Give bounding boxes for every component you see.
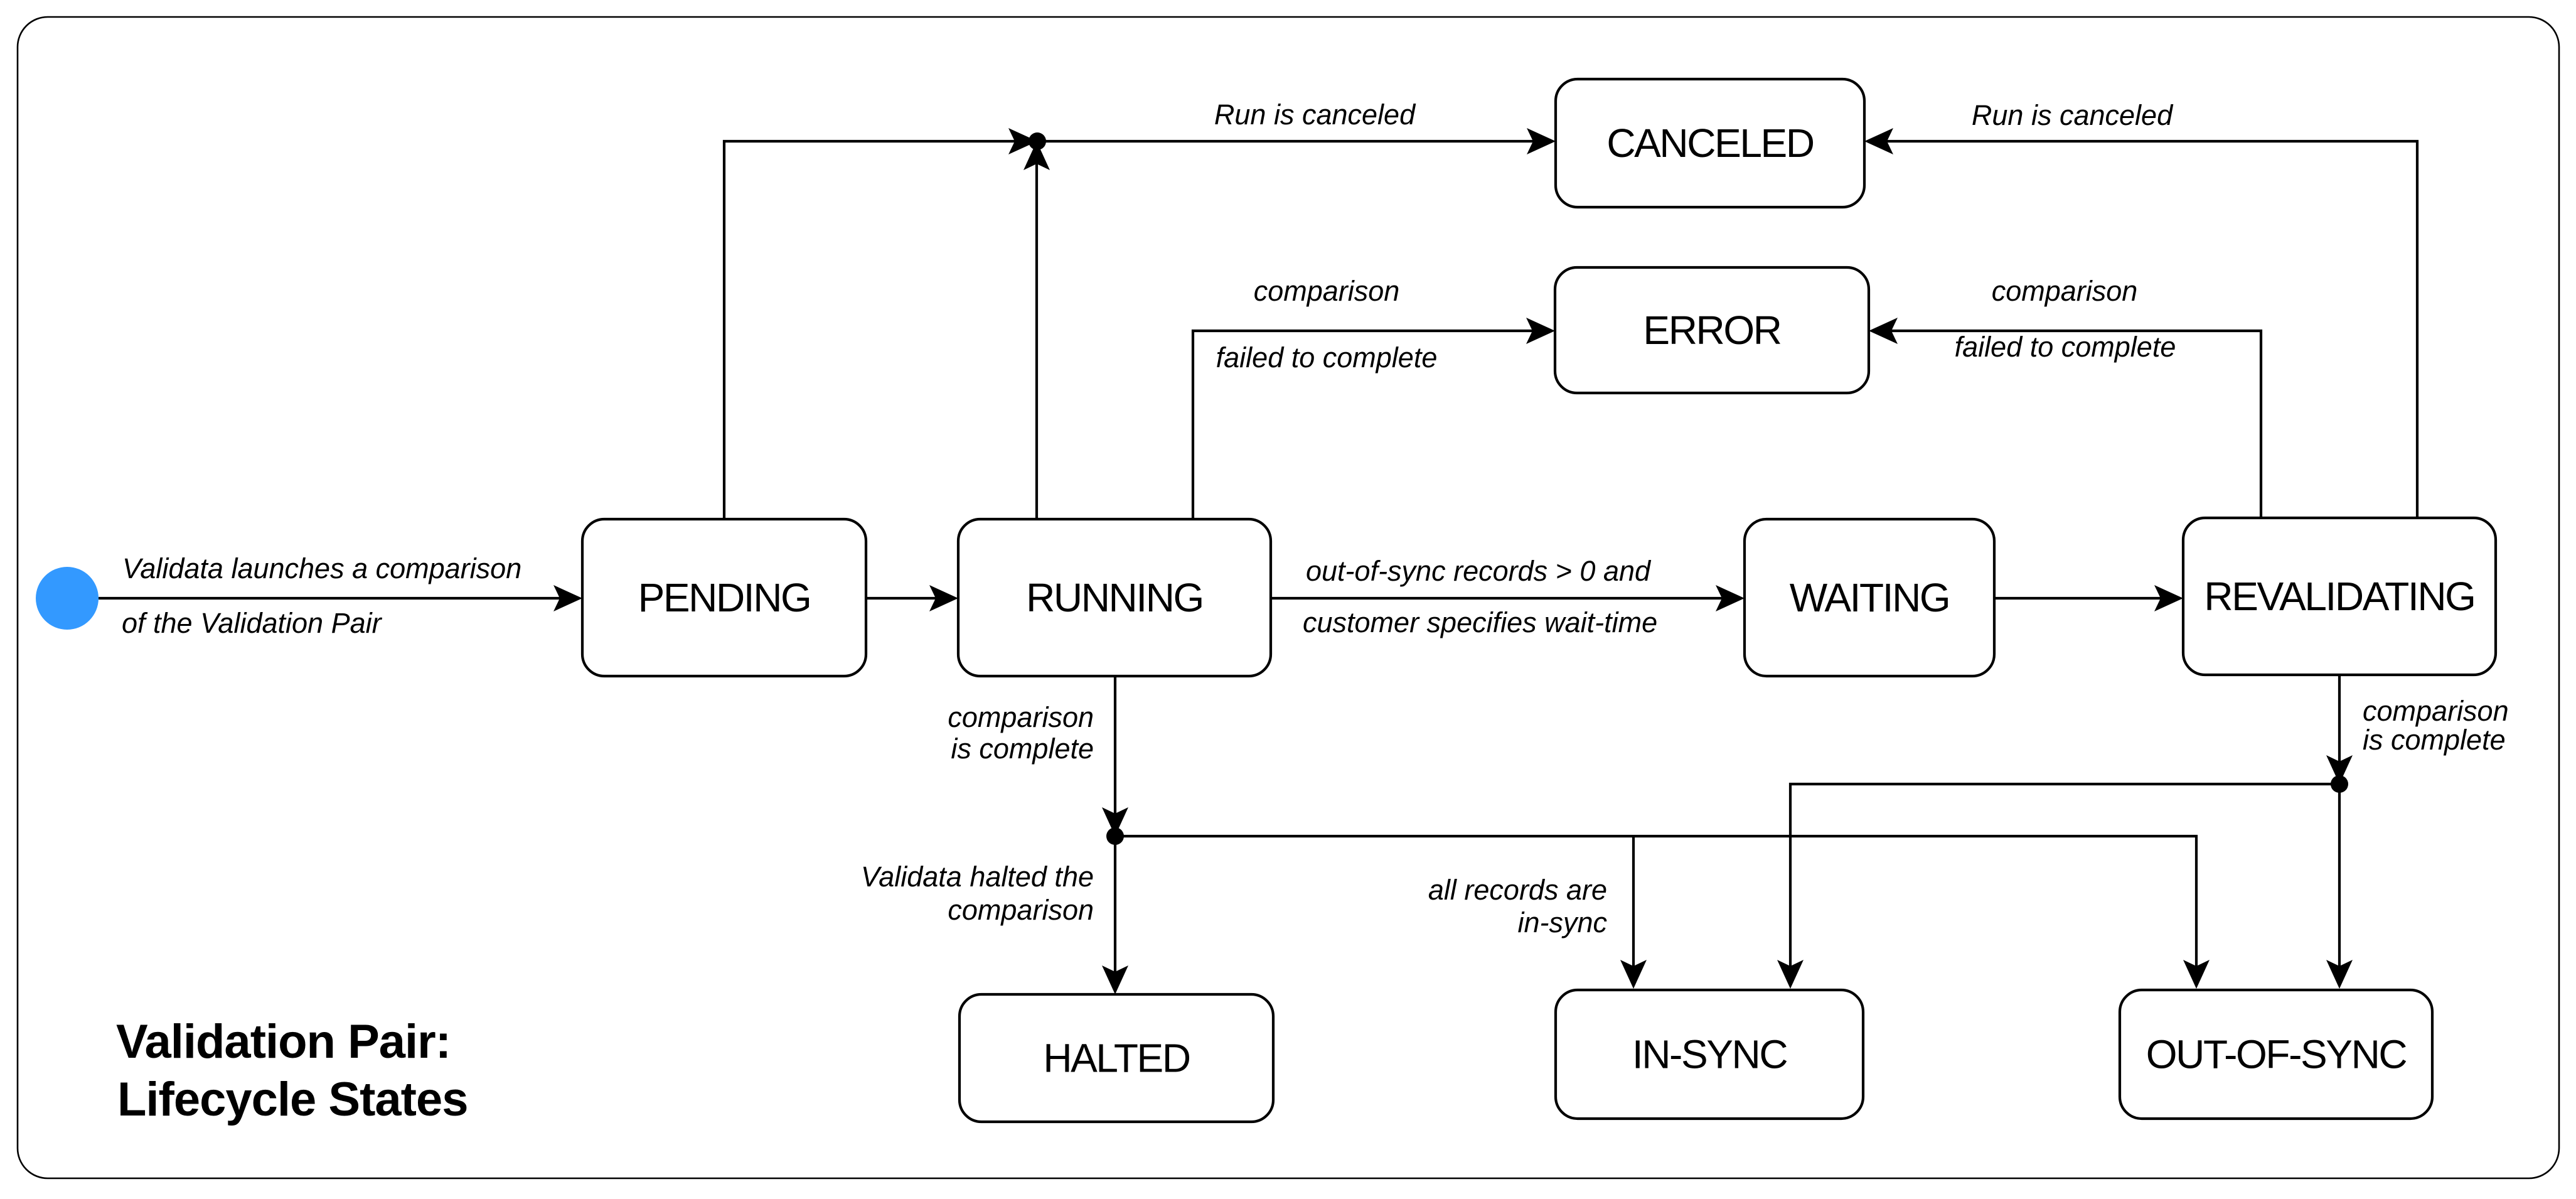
svg-text:Validata halted the: Validata halted the <box>861 861 1094 893</box>
svg-text:of the Validation Pair: of the Validation Pair <box>122 607 383 639</box>
svg-text:comparison: comparison <box>1254 275 1400 307</box>
svg-text:out-of-sync records > 0 and: out-of-sync records > 0 and <box>1306 555 1652 587</box>
svg-text:Validation Pair:: Validation Pair: <box>116 1015 451 1068</box>
svg-text:comparison: comparison <box>2363 695 2509 727</box>
svg-text:comparison: comparison <box>948 894 1094 926</box>
svg-text:Run is canceled: Run is canceled <box>1972 99 2174 131</box>
svg-text:failed to complete: failed to complete <box>1955 331 2176 363</box>
svg-text:is complete: is complete <box>951 733 1094 765</box>
svg-text:customer specifies wait-time: customer specifies wait-time <box>1303 606 1657 638</box>
svg-text:REVALIDATING: REVALIDATING <box>2204 574 2474 619</box>
svg-text:comparison: comparison <box>948 701 1094 733</box>
svg-text:CANCELED: CANCELED <box>1606 121 1814 166</box>
svg-text:RUNNING: RUNNING <box>1026 575 1203 620</box>
svg-text:OUT-OF-SYNC: OUT-OF-SYNC <box>2146 1032 2407 1077</box>
svg-text:in-sync: in-sync <box>1517 906 1607 938</box>
svg-text:PENDING: PENDING <box>638 575 811 620</box>
svg-text:Validata launches a comparison: Validata launches a comparison <box>122 552 521 584</box>
svg-text:Run is canceled: Run is canceled <box>1214 99 1416 131</box>
svg-text:Lifecycle States: Lifecycle States <box>117 1073 468 1126</box>
svg-text:failed to complete: failed to complete <box>1216 341 1438 374</box>
svg-text:WAITING: WAITING <box>1790 575 1950 620</box>
svg-text:HALTED: HALTED <box>1043 1036 1190 1081</box>
svg-text:IN-SYNC: IN-SYNC <box>1632 1032 1787 1077</box>
svg-text:is complete: is complete <box>2363 724 2506 756</box>
svg-text:ERROR: ERROR <box>1643 308 1780 353</box>
svg-text:all records are: all records are <box>1428 874 1607 906</box>
svg-text:comparison: comparison <box>1992 275 2138 307</box>
